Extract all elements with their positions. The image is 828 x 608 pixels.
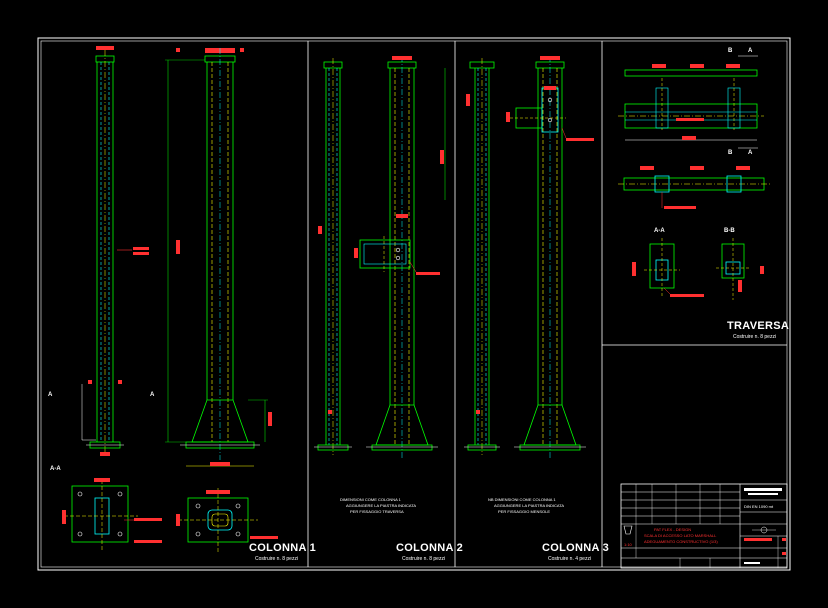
column1-title: COLONNA 1 [249,542,317,554]
sheet-frame [37,37,791,571]
traversa-section-aa [632,238,704,297]
column1-base-plate-detail [176,488,278,552]
column3-note-line1: NB DIMENSIONI COME COLONNA 1 [488,497,556,502]
sheet-inner-frame [40,40,788,568]
traversa-front-view [618,166,770,209]
traversa-section-bb [716,238,764,300]
column1-section-marker-right: A [150,392,155,398]
column1-section-label: A-A [50,466,61,472]
traversa-title: TRAVERSA [727,320,790,332]
traversa-section-bb-label: B-B [724,228,735,234]
column3-note-line3: PER FISSAGGIO MENSOLE [498,509,551,514]
column3-title: COLONNA 3 [542,542,610,554]
column2-side-view [354,56,446,458]
column3-side-view [506,56,594,458]
traversa-marker-a-top: A [748,48,753,54]
title-block-line2: SCALA DI ACCESSO LATO MARSHALL [644,533,717,538]
column1-section-marker-left: A [48,392,53,398]
traversa-marker-b-bottom: B [728,150,733,156]
title-block-line3: ADEGUAMENTO CONSTRUCTIVO (1/3) [644,539,718,544]
column3-subtitle: Costruire n. 4 pezzi [548,556,592,562]
column2-note-line1: DIMENSIONI COME COLONNA 1 [340,497,401,502]
column3-front-view [464,58,500,455]
column2-title: COLONNA 2 [396,542,464,554]
column1-front-view [81,46,149,456]
column1-subtitle: Costruire n. 8 pezzi [255,556,299,562]
traversa-top-view [618,55,764,149]
title-block-din-label: DIN EN 1090 mt [744,504,774,509]
traversa-marker-b-top: B [728,48,733,54]
column3-note-line2: AGGIUNGERE LA PIASTRA INDICATA [494,503,565,508]
title-block-line1: PAT FLEX - DESIGN [654,527,692,532]
column2-note-line3: PER FISSAGGIO TRAVERSA [350,509,404,514]
column2-subtitle: Costruire n. 8 pezzi [402,556,446,562]
title-block [620,483,788,569]
column2-note-line2: AGGIUNGERE LA PIASTRA INDICATA [346,503,417,508]
traversa-subtitle: Costruire n. 8 pezzi [733,334,777,340]
traversa-marker-a-bottom: A [748,150,753,156]
projection-symbol-icon [623,525,633,535]
title-block-scale: 1:10 [624,542,632,547]
column1-section-detail [62,478,162,550]
column2-front-view [314,58,352,455]
traversa-section-aa-label: A-A [654,228,665,234]
column1-side-view [165,48,272,467]
